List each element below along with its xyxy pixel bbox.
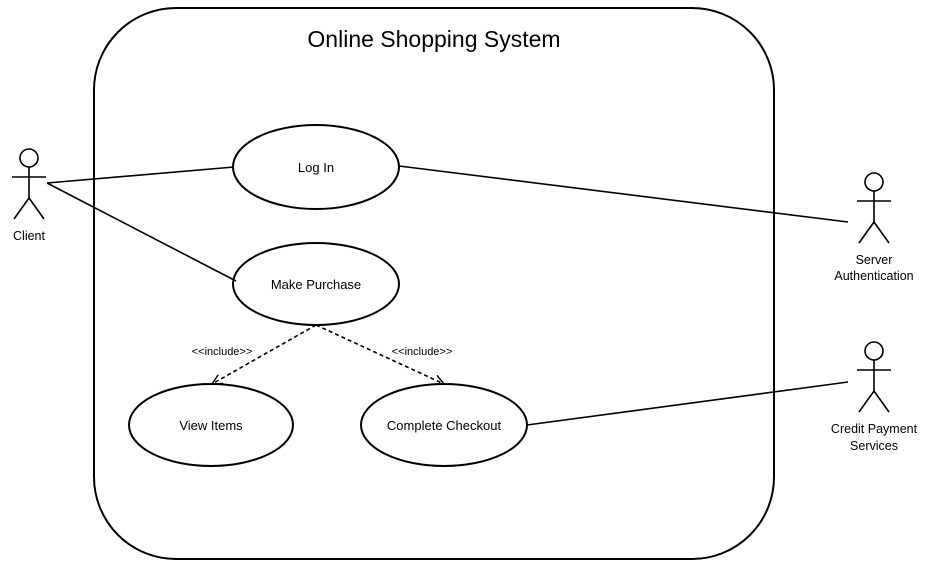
actor-label-line-1: Credit Payment: [831, 422, 918, 436]
use-case-label: Complete Checkout: [387, 418, 502, 433]
system-boundary: [93, 7, 775, 560]
include-label-view-items: <<include>>: [192, 346, 253, 358]
association-client-make-purchase: [46, 182, 237, 282]
include-arrow-view-items: [212, 324, 317, 384]
actor-server-authentication: Server Authentication: [834, 172, 914, 283]
actor-label-line-2: Services: [850, 439, 898, 453]
actor-label-line-1: Server: [856, 253, 893, 267]
actor-label: Client: [13, 229, 45, 243]
include-arrow-complete-checkout: [315, 324, 444, 384]
actor-client: Client: [12, 148, 46, 243]
use-case-complete-checkout: Complete Checkout: [360, 383, 528, 467]
association-checkout-credit-payment: [526, 381, 849, 426]
use-case-make-purchase: Make Purchase: [232, 242, 400, 326]
association-login-server-auth: [398, 165, 849, 223]
system-title: Online Shopping System: [307, 26, 560, 52]
use-case-view-items: View Items: [128, 383, 294, 467]
use-case-label: Make Purchase: [271, 277, 361, 292]
association-client-login: [46, 166, 235, 184]
actor-label-line-2: Authentication: [834, 269, 913, 283]
stick-figure-icon: [12, 148, 46, 220]
use-case-label: Log In: [298, 160, 334, 175]
include-label-complete-checkout: <<include>>: [392, 346, 453, 358]
stick-figure-icon: [857, 341, 891, 413]
actor-credit-payment-services: Credit Payment Services: [831, 341, 918, 453]
stick-figure-icon: [857, 172, 891, 244]
use-case-label: View Items: [179, 418, 243, 433]
use-case-log-in: Log In: [232, 124, 400, 210]
